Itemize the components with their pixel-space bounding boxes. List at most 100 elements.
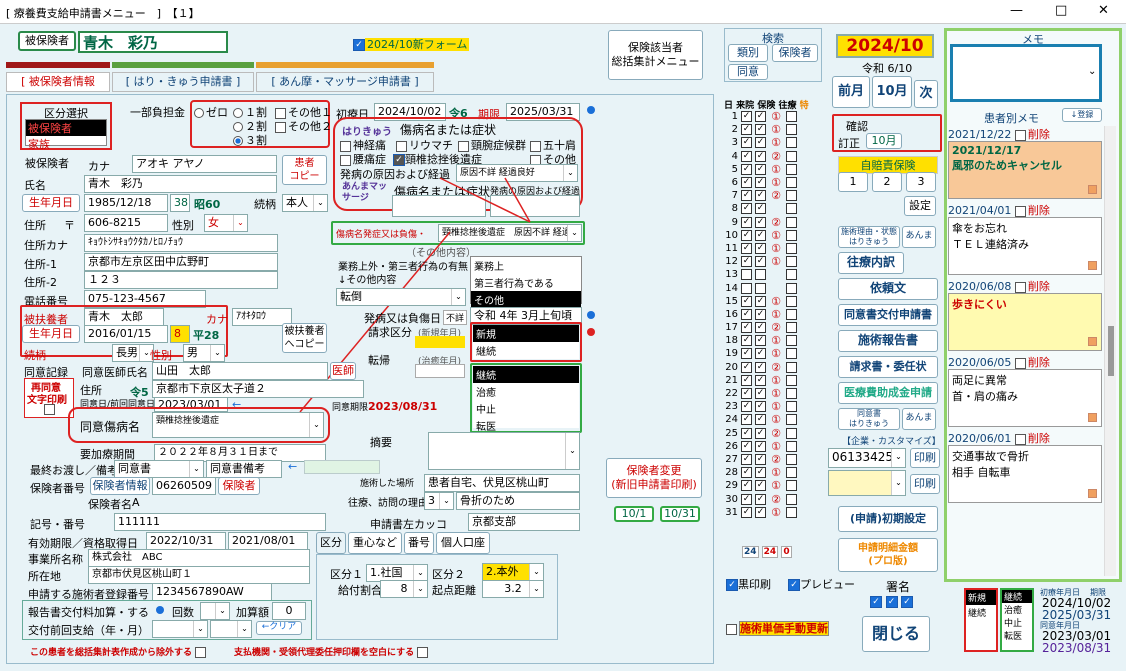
copay-other2[interactable]: その他２ <box>275 118 332 134</box>
dependent-relation-select[interactable]: 長男⌄ <box>112 344 154 362</box>
calendar-oryo[interactable]: ① <box>771 466 781 480</box>
harikyu-item-rheuma[interactable]: リウマチ <box>396 137 453 153</box>
calendar-oryo[interactable]: ① <box>771 294 781 308</box>
business-option-other[interactable]: その他 <box>471 291 581 308</box>
current-month-button[interactable]: 10月 <box>872 76 912 108</box>
calendar-oryo[interactable]: ① <box>771 123 781 137</box>
calendar-insurance-checkbox[interactable]: ✓ <box>755 388 766 400</box>
iryo-button[interactable]: 医療費助成金申請 <box>838 382 938 404</box>
final-field1[interactable]: 同意書⌄ <box>114 460 204 478</box>
copay-one[interactable]: １割 <box>233 104 267 120</box>
calendar-visit-checkbox[interactable]: ✓ <box>741 427 752 439</box>
calendar-special-checkbox[interactable] <box>786 308 797 320</box>
name-field[interactable]: 青木 彩乃 <box>84 175 277 193</box>
outcome-option-stopped[interactable]: 中止 <box>476 405 496 416</box>
doisho-button[interactable]: 同意書交付申請書 <box>838 304 938 326</box>
memo-entry-body[interactable]: 歩きにくい <box>948 293 1102 351</box>
harikyu-cause-field[interactable]: 原因不詳 経過良好⌄ <box>456 164 578 182</box>
memo-edit-icon[interactable] <box>1088 261 1097 270</box>
symbol-field[interactable]: 111111 <box>114 513 326 531</box>
calendar-special-checkbox[interactable] <box>786 111 797 123</box>
anma-reason-button[interactable]: あんま <box>902 226 936 248</box>
outcome-option-transfer[interactable]: 転医 <box>476 422 496 433</box>
doctor-tag-button[interactable]: 医師 <box>330 362 356 380</box>
scrollbar[interactable] <box>1104 126 1116 576</box>
memo-delete-checkbox[interactable] <box>1014 129 1026 141</box>
insurer-info-button[interactable]: 保険者情報 <box>90 477 150 495</box>
calendar-insurance-checkbox[interactable]: ✓ <box>755 427 766 439</box>
reconsent-checkbox[interactable] <box>44 404 55 415</box>
postal-field[interactable]: 606-8215 <box>84 214 168 232</box>
calendar-oryo[interactable]: ① <box>771 347 781 361</box>
dob-button[interactable]: 生年月日 <box>22 194 80 212</box>
exclude-note[interactable]: この患者を総括集計表作成から除外する <box>30 645 208 658</box>
calendar-visit-checkbox[interactable]: ✓ <box>741 401 752 413</box>
calendar-visit-checkbox[interactable]: ✓ <box>741 361 752 373</box>
calendar-oryo[interactable]: ① <box>771 505 781 519</box>
calendar-visit-checkbox[interactable]: ✓ <box>741 295 752 307</box>
chevron-down-icon[interactable]: ⌄ <box>1088 66 1097 77</box>
calendar-special-checkbox[interactable] <box>786 190 797 202</box>
office-address-field[interactable]: 京都市伏見区桃山町１ <box>88 566 310 584</box>
distance-select[interactable]: 3.2⌄ <box>482 580 544 598</box>
address2-field[interactable]: １２３ <box>84 271 278 289</box>
tab-number[interactable]: 番号 <box>404 532 434 554</box>
outcome-list[interactable]: 継続 治癒 中止 転医 <box>473 366 579 433</box>
calendar-insurance-checkbox[interactable] <box>755 282 766 294</box>
calendar-special-checkbox[interactable] <box>786 269 797 281</box>
close-button[interactable]: 閉じる <box>862 616 930 652</box>
insurer-menu-button[interactable]: 保険該当者 総括集計メニュー <box>608 30 703 80</box>
scroll-thumb[interactable] <box>1108 326 1114 376</box>
period-end-button[interactable]: 10/31 <box>660 506 700 522</box>
copay-two[interactable]: ２割 <box>233 118 267 134</box>
calendar-visit-checkbox[interactable]: ✓ <box>741 203 752 215</box>
calendar-visit-checkbox[interactable]: ✓ <box>741 440 752 452</box>
division-list[interactable]: 被保険者 家族 <box>25 119 107 151</box>
outcome-option-cured[interactable]: 治癒 <box>476 388 496 399</box>
init-button[interactable]: (申請)初期設定 <box>838 506 938 532</box>
new-form-toggle[interactable]: ✓2024/10新フォーム <box>353 36 470 52</box>
kubun2-select[interactable]: 2.本外⌄ <box>482 563 544 581</box>
memo-delete-checkbox[interactable] <box>1014 433 1026 445</box>
print2-button[interactable]: 印刷 <box>910 474 940 494</box>
calendar-special-checkbox[interactable] <box>786 427 797 439</box>
memo-edit-icon[interactable] <box>1088 413 1097 422</box>
calendar-insurance-checkbox[interactable]: ✓ <box>755 348 766 360</box>
calendar-oryo[interactable]: ① <box>771 334 781 348</box>
calendar-insurance-checkbox[interactable]: ✓ <box>755 361 766 373</box>
address1-field[interactable]: 京都市左京区田中広野町 <box>84 253 278 271</box>
calendar-special-checkbox[interactable] <box>786 414 797 426</box>
calendar-special-checkbox[interactable] <box>786 361 797 373</box>
tab-patient-info[interactable]: [ 被保険者情報 <box>6 72 110 92</box>
amount-field[interactable]: 0 <box>272 602 306 620</box>
claim-option-new[interactable]: 新規 <box>473 325 579 342</box>
calendar-visit-checkbox[interactable]: ✓ <box>741 453 752 465</box>
count-select[interactable]: ⌄ <box>200 602 230 620</box>
calendar-insurance-checkbox[interactable]: ✓ <box>755 308 766 320</box>
calendar-visit-checkbox[interactable]: ✓ <box>741 137 752 149</box>
calendar-special-checkbox[interactable] <box>786 374 797 386</box>
calendar-visit-checkbox[interactable]: ✓ <box>741 480 752 492</box>
calendar-special-checkbox[interactable] <box>786 124 797 136</box>
calendar-oryo[interactable]: ② <box>771 426 781 440</box>
anma-disease-field[interactable] <box>392 195 486 217</box>
calendar-special-checkbox[interactable] <box>786 322 797 334</box>
calendar-oryo[interactable]: ① <box>771 241 781 255</box>
visit-place-field[interactable]: 患者自宅、伏見区桃山町 <box>424 474 580 492</box>
meisai-button[interactable]: 申請明細金額(プロ版) <box>838 538 938 572</box>
relation-select[interactable]: 本人⌄ <box>282 194 328 212</box>
search-category-button[interactable]: 類別 <box>728 44 768 62</box>
calendar-insurance-checkbox[interactable]: ✓ <box>755 163 766 175</box>
dob-field[interactable]: 1985/12/18 <box>84 194 168 212</box>
calendar-special-checkbox[interactable] <box>786 440 797 452</box>
calendar-special-checkbox[interactable] <box>786 335 797 347</box>
oryo-detail-button[interactable]: 往療内訳 <box>838 252 904 274</box>
outcome-option-continue[interactable]: 継続 <box>473 366 579 383</box>
left-arrow-icon[interactable]: ← <box>232 398 242 411</box>
copay-zero[interactable]: ゼロ <box>194 104 228 120</box>
dependent-kana-field[interactable]: ｱｵｷﾀﾛｳ <box>232 308 292 326</box>
tenki-field[interactable]: 転倒⌄ <box>336 288 466 306</box>
kubun1-select[interactable]: 1.社国⌄ <box>366 564 428 582</box>
calendar-oryo[interactable]: ① <box>771 228 781 242</box>
